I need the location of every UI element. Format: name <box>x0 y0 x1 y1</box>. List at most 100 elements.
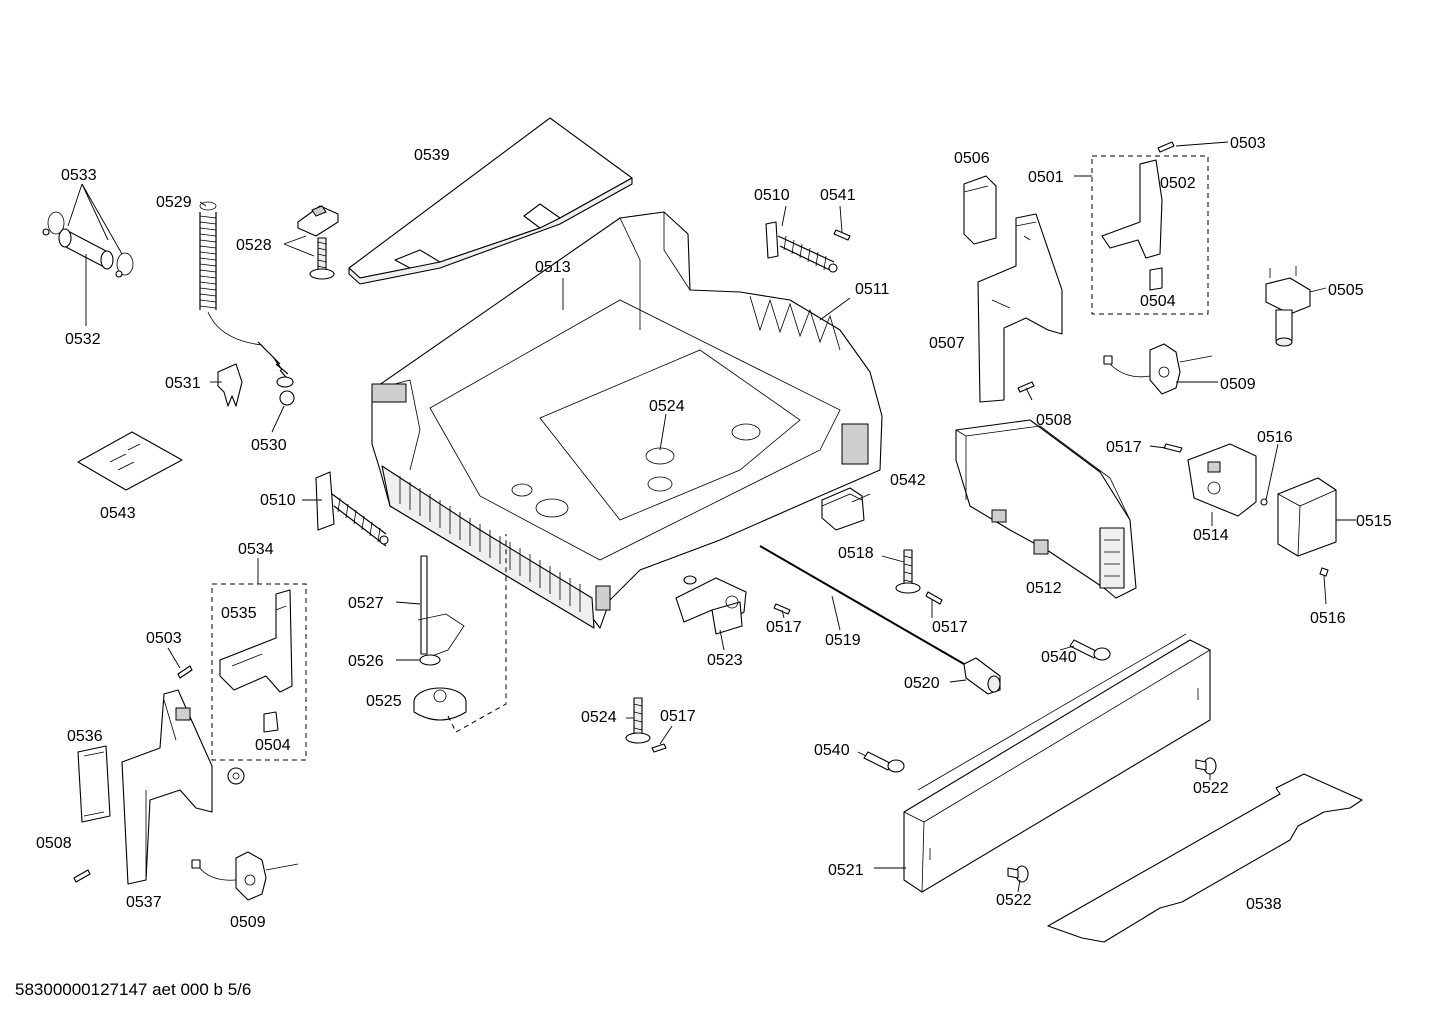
label-0509-left: 0509 <box>230 914 266 931</box>
part-0520-end-cap <box>963 657 1001 695</box>
label-0538: 0538 <box>1246 896 1282 913</box>
label-0520: 0520 <box>904 675 940 692</box>
label-0523: 0523 <box>707 652 743 669</box>
label-0543: 0543 <box>100 505 136 522</box>
part-0516-screw-lower <box>1319 567 1329 577</box>
label-0517-d: 0517 <box>1106 439 1142 456</box>
label-0531: 0531 <box>165 375 201 392</box>
part-0534-bracket-group <box>211 583 307 761</box>
label-0524-upper: 0524 <box>649 398 685 415</box>
part-0526-float-clip <box>419 654 441 666</box>
label-0509-right: 0509 <box>1220 376 1256 393</box>
label-0541: 0541 <box>820 187 856 204</box>
label-0534: 0534 <box>238 541 274 558</box>
label-0506: 0506 <box>954 150 990 167</box>
part-0541-screw <box>833 229 851 241</box>
drawing-reference-code: 58300000127147 aet 000 b 5/6 <box>15 980 252 999</box>
part-0517-screw-b <box>773 603 791 615</box>
label-0517-c: 0517 <box>932 619 968 636</box>
part-0542-sensor <box>821 487 865 531</box>
label-0539: 0539 <box>414 147 450 164</box>
label-0516-upper: 0516 <box>1257 429 1293 446</box>
part-0514-housing <box>1187 443 1257 517</box>
part-0540-screw-upper <box>1069 639 1111 661</box>
label-0527: 0527 <box>348 595 384 612</box>
label-0511: 0511 <box>855 281 890 298</box>
label-0537: 0537 <box>126 894 162 911</box>
part-0522-screw-lower <box>1007 865 1029 883</box>
part-0543-screw-bag <box>77 431 183 491</box>
part-0517-screw-d <box>1163 443 1183 453</box>
label-0505: 0505 <box>1328 282 1364 299</box>
part-0539-insulation-board <box>348 117 633 285</box>
part-labels: 0539 0533 0529 0528 0532 0513 0510 0541 … <box>36 135 1392 931</box>
part-0527-float-rod <box>417 555 465 657</box>
label-0512: 0512 <box>1026 580 1062 597</box>
part-0536-cover <box>77 745 111 823</box>
label-0532: 0532 <box>65 331 101 348</box>
part-0533-hose-clamps <box>42 211 134 278</box>
label-0518: 0518 <box>838 545 874 562</box>
label-0504-right: 0504 <box>1140 293 1176 310</box>
label-0503-right: 0503 <box>1230 135 1266 152</box>
part-0537-bracket <box>121 689 213 885</box>
label-0522-upper: 0522 <box>1193 780 1229 797</box>
part-0510-spring-upper <box>765 221 838 273</box>
part-0513-base-frame <box>371 211 883 629</box>
label-0521: 0521 <box>828 862 864 879</box>
part-0531-clip <box>217 363 243 407</box>
part-0522-screw-upper <box>1195 757 1217 775</box>
part-0517-screw-a <box>651 743 667 753</box>
part-0509-door-lock-right <box>1103 343 1213 395</box>
label-0508-right: 0508 <box>1036 412 1072 429</box>
label-0540-upper: 0540 <box>1041 649 1077 666</box>
part-0532-hose <box>58 228 114 270</box>
part-0525-float <box>413 687 467 721</box>
part-0515-cover <box>1277 477 1337 557</box>
part-0508-screw-left <box>73 869 91 883</box>
part-0505-valve <box>1265 266 1311 347</box>
label-0510-upper: 0510 <box>754 187 790 204</box>
label-0535: 0535 <box>221 605 257 622</box>
label-0519: 0519 <box>825 632 861 649</box>
part-0510-spring-lower <box>315 471 389 547</box>
label-0514: 0514 <box>1193 527 1229 544</box>
part-0521-kickboard <box>903 633 1211 893</box>
part-0517-screw-c <box>925 591 943 605</box>
label-0517-b: 0517 <box>766 619 802 636</box>
label-0510-lower: 0510 <box>260 492 296 509</box>
part-0518-screw-foot <box>895 549 921 594</box>
label-0502: 0502 <box>1160 175 1196 192</box>
label-0504-left: 0504 <box>255 737 291 754</box>
label-0540-lower: 0540 <box>814 742 850 759</box>
label-0516-lower: 0516 <box>1310 610 1346 627</box>
part-0501-bracket-group <box>1091 155 1209 315</box>
part-0503-screw-left <box>177 665 193 679</box>
part-0540-screw-lower <box>863 751 905 773</box>
label-0524-lower: 0524 <box>581 709 617 726</box>
part-0507-bracket <box>977 213 1063 403</box>
label-0515: 0515 <box>1356 513 1392 530</box>
part-0537-nut <box>227 767 245 785</box>
part-0529-drain-hose <box>199 201 294 388</box>
part-0512-control-module <box>955 419 1137 599</box>
label-0526: 0526 <box>348 653 384 670</box>
label-0533: 0533 <box>61 167 97 184</box>
part-0509-door-lock-left <box>191 851 299 901</box>
part-0508-screw-right <box>1017 381 1035 393</box>
part-0523-valve <box>675 575 747 635</box>
label-0530: 0530 <box>251 437 287 454</box>
label-0525: 0525 <box>366 693 402 710</box>
part-0528-leveling-foot <box>297 205 339 280</box>
label-0501: 0501 <box>1028 169 1064 186</box>
label-0528: 0528 <box>236 237 272 254</box>
label-0536: 0536 <box>67 728 103 745</box>
part-0524-screw-foot <box>625 697 651 744</box>
label-0503-left: 0503 <box>146 630 182 647</box>
label-0542: 0542 <box>890 472 926 489</box>
part-0516-screw-upper <box>1260 498 1268 506</box>
part-0503-screw-right <box>1157 141 1175 153</box>
label-0522-lower: 0522 <box>996 892 1032 909</box>
leader-lines <box>67 141 1356 893</box>
